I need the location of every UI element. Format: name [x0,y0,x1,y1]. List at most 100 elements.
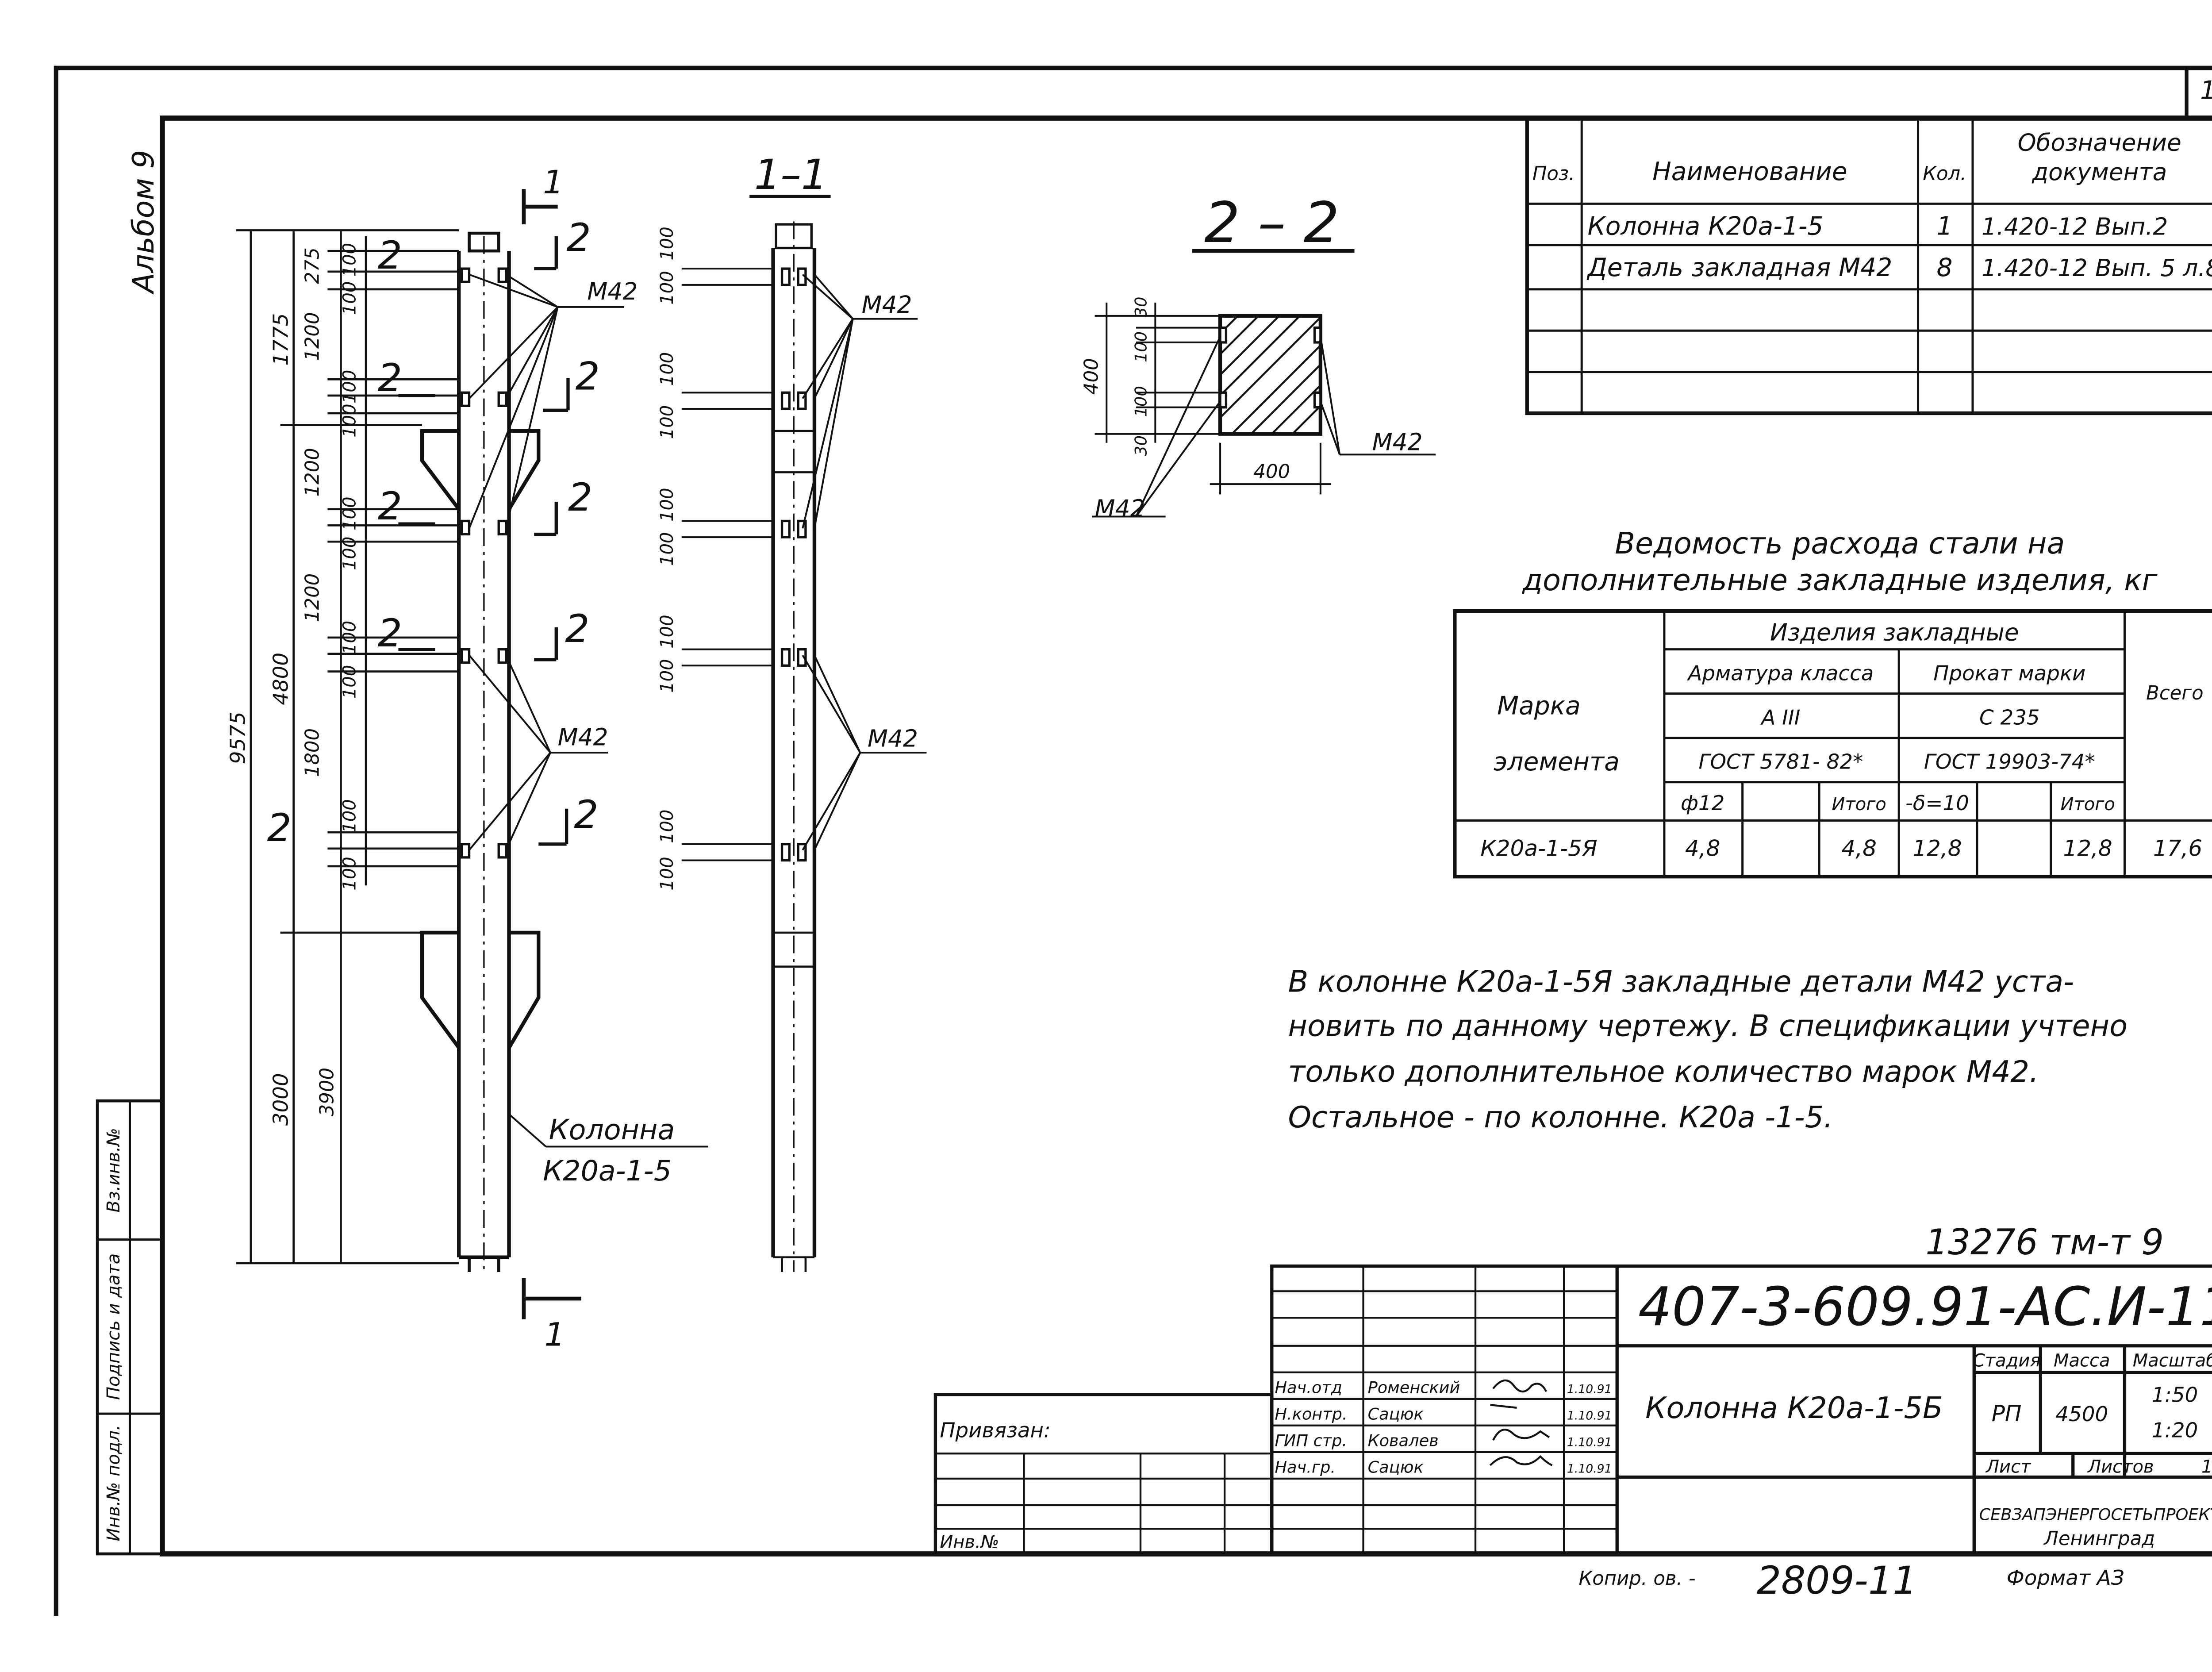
left-stamp: Инв.№ подл. Подпись и дата Вз.инв.№ [96,1099,164,1556]
spec-table-rows-0-doc: 1.420-12 Вып.2 [1982,212,2168,240]
spec-table-rows-1-qty: 8 [1937,253,1953,282]
title-block-org2: Ленинград [2043,1528,2155,1550]
title-block-people-0-name: Роменский [1368,1378,1460,1397]
drawing-main-section-2: 2 [378,356,402,400]
title-block-org1: СЕВЗАПЭНЕРГОСЕТЬПРОЕКТ [1979,1505,2212,1524]
drawing-section22-embed-label: М42 [1095,494,1145,522]
drawing-main-dim-100: 100 [340,497,360,530]
note-text: В колонне К20а-1-5Я закладные детали М42… [1288,964,2127,1134]
drawing-main-dim-1800: 1800 [301,728,323,777]
steel-table-row-mark: К20а-1-5Я [1480,836,1597,861]
title-block-people-3-name: Сацюк [1368,1458,1424,1477]
title-block-privyazan: Привязан: [940,1419,1050,1443]
format-label: Формат АЗ [2007,1566,2124,1590]
note-line1: В колонне К20а-1-5Я закладные детали М42… [1288,964,2074,999]
title-block-people-1-date: 1.10.91 [1567,1409,1612,1423]
title-block: 407-3-609.91-АС.И-11 Колонна К20а-1-5Б П… [933,1264,2212,1556]
drawing-main-dim-100: 100 [340,537,360,570]
steel-table-h-total1: Итого [1832,794,1886,815]
drawing-main-section-2: 2 [567,216,591,260]
title-block-people-1-role: Н.контр. [1275,1405,1347,1424]
steel-table-row-total2: 12,8 [2063,836,2112,861]
steel-table-h-rebar: Арматура класса [1686,662,1874,686]
drawing-main-section-2: 2 [568,476,592,520]
drawing-main-column-label-2: К20а-1-5 [543,1154,672,1187]
copy-label: Копир. ов. - [1578,1568,1695,1590]
drawing-section22-dim-30: 30 [1131,297,1150,318]
spec-table-rows-1-name: Деталь закладная М42 [1586,253,1893,282]
drawing-section11-dim-100: 100 [657,659,677,692]
drawing-main-column-label-1: Колонна [549,1113,675,1146]
spec-table-headers-doc: Обозначение документа [2017,128,2181,186]
spec-table-rows-0-name: Колонна К20а-1-5 [1588,211,1824,241]
drawing-main-section-2: 2 [378,484,402,529]
drawing-main-dim-total: 9575 [227,711,250,764]
title-block-scale1: 1:50 [2151,1383,2198,1407]
title-block-scale2: 1:20 [2151,1419,2198,1443]
steel-consumption-table: Ведомость расхода стали на дополнительны… [1453,526,2212,879]
drawing-main-dim-3900: 3900 [316,1068,338,1116]
document-name: Колонна К20а-1-5Б [1645,1391,1943,1425]
copy-number: 2809-11 [1757,1559,1917,1603]
title-block-people-1-name: Сацюк [1368,1405,1424,1424]
drawing-section22-dim-100: 100 [1131,331,1150,362]
note-line3: только дополнительное количество марок М… [1288,1054,2039,1089]
steel-table-title-1: Ведомость расхода стали на [1615,526,2065,561]
drawing-main-dim-100: 100 [340,370,360,404]
steel-table-h-class: А III [1760,706,1800,730]
drawing-section11-embed-label: М42 [862,291,912,319]
drawing-section22-embed-label: М42 [1372,428,1423,456]
embed-label-top: М42 [587,277,637,305]
steel-table-row-d12: 4,8 [1685,836,1720,861]
drawing-main-dim-100: 100 [340,281,360,315]
steel-table-h-rolled: Прокат марки [1933,662,2085,686]
drawing-section22-dim-30: 30 [1131,435,1150,456]
drawing-section22-dim-400: 400 [1253,461,1290,483]
drawing-section11-dim-100: 100 [657,271,677,304]
drawing-main-section-2: 2 [378,611,402,656]
document-code: 407-3-609.91-АС.И-11 [1638,1276,2212,1338]
embed-label-bottom: М42 [558,723,608,751]
title-block-people-0-date: 1.10.91 [1567,1382,1612,1396]
steel-table-h-total2: Итого [2060,794,2115,815]
spec-table-headers-qty: Кол. [1923,163,1966,185]
steel-table-h-all: Всего [2146,682,2204,704]
title-block-sheets-h: Листов [2087,1457,2154,1477]
title-block-people-2-role: ГИП стр. [1275,1431,1347,1450]
stamp-field-sign: Подпись и дата [104,1253,124,1400]
steel-table-h-mark-2: элемента [1494,747,1620,776]
drawing-main-dim-3000: 3000 [269,1073,293,1126]
note-line2: новить по данному чертежу. В спецификаци… [1288,1008,2127,1043]
steel-table-h-d10: -δ=10 [1905,792,1969,815]
drawing-section11-dim-100: 100 [657,532,677,566]
steel-table-h-grade: С 235 [1979,706,2040,730]
inner-frame [160,115,2212,1557]
drawing-section22-dim-100: 100 [1131,386,1150,417]
section-1-1-title: 1–1 [754,151,828,199]
drawing-main-section-2: 2 [565,607,589,651]
title-block-sheet-h: Лист [1985,1457,2032,1477]
steel-table-h-d12: ф12 [1681,792,1724,815]
outer-frame [54,65,2212,1616]
drawing-main-section-2: 2 [267,806,292,850]
title-block-mass: 4500 [2055,1403,2108,1426]
title-block-stage: РП [1992,1401,2022,1426]
drawing-main-dim-100: 100 [340,621,360,654]
album-label: Альбом 9 [126,150,161,295]
drawing-main-dim-1200: 1200 [301,573,323,622]
title-block-people-2-date: 1.10.91 [1567,1436,1612,1449]
drawing-main-dim-1200: 1200 [301,312,323,361]
drawing-main-dim-100: 100 [340,665,360,699]
page-number-box [2185,66,2212,120]
spec-table-headers-pos: Поз. [1532,163,1575,185]
title-block-sheets: 1 [2201,1457,2212,1477]
steel-table-h-items: Изделия закладные [1770,619,2019,646]
title-block-stage-h: Стадия [1973,1350,2041,1371]
drawing-main-section-2: 2 [576,355,600,399]
signatures [1489,1379,1553,1466]
page-number: 16 [2200,76,2212,105]
title-block-people-0-role: Нач.отд [1275,1378,1342,1397]
drawing-section11-dim-100: 100 [657,352,677,386]
drawing-main-dim-100: 100 [340,857,360,890]
